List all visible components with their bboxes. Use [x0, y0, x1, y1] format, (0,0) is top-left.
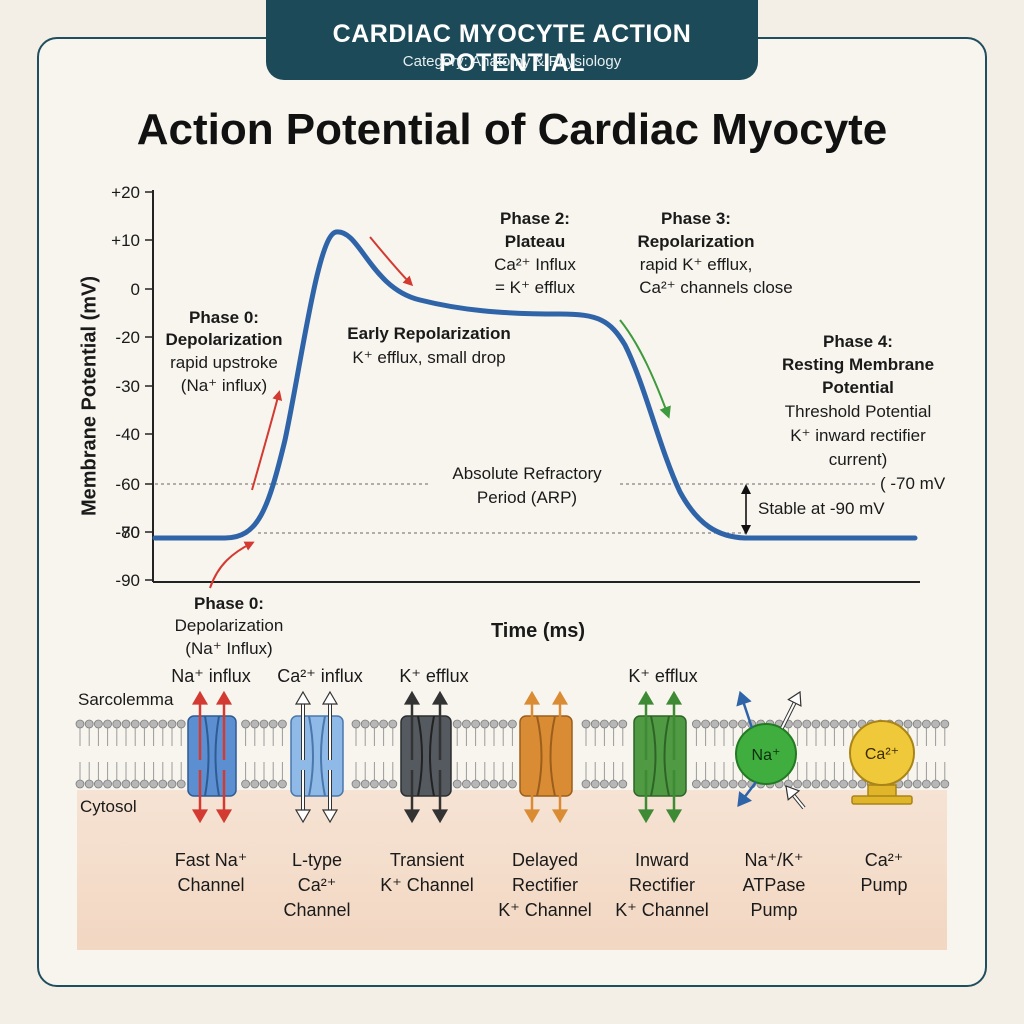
- y-tick-label: +10: [111, 231, 140, 250]
- y-tick-label: -80: [115, 523, 140, 542]
- action-potential-curve: [152, 229, 918, 541]
- phase3-title: Phase 3:: [661, 209, 731, 228]
- na-k-atpase-pump: Na⁺: [735, 723, 797, 785]
- na-influx-label: Na⁺ influx: [171, 666, 251, 686]
- k-transient-up-arrow: [431, 690, 449, 760]
- phase4-line1: Threshold Potential: [784, 402, 932, 421]
- phase0-bottom-line1: Depolarization: [174, 616, 284, 635]
- phase3-line2: Ca²⁺ channels close: [639, 278, 793, 297]
- transient-k-channel: [400, 715, 452, 797]
- na-pump-label: Na⁺: [752, 747, 781, 764]
- phase3-line1: rapid K⁺ efflux,: [639, 255, 753, 274]
- phase0-bottom-title: Phase 0:: [194, 594, 264, 613]
- k-transient-down-arrow: [403, 770, 421, 824]
- ca-influx-label: Ca²⁺ influx: [277, 666, 363, 686]
- phase0-top-subtitle: Depolarization: [165, 330, 283, 349]
- phase0-top-line2: (Na⁺ influx): [180, 376, 268, 395]
- phase2-title: Phase 2:: [500, 209, 570, 228]
- k-inward-down-arrow: [665, 770, 683, 824]
- ca-down-arrow: [294, 770, 312, 824]
- phase4-title: Phase 4:: [823, 332, 893, 351]
- k-inward-up-arrow: [665, 690, 683, 760]
- phase0-bottom-arrow: [209, 541, 255, 589]
- k-delayed-down-arrow: [551, 770, 569, 824]
- pump-na-out-arrow: [736, 690, 754, 729]
- stable-label: Stable at -90 mV: [758, 499, 885, 518]
- ca-up-arrow: [321, 690, 339, 760]
- k-inward-up-arrow: [637, 690, 655, 760]
- phase4-subtitle2: Potential: [822, 378, 894, 397]
- y-tick-label: 0: [131, 280, 140, 299]
- delayed-rectifier-k-channel: [519, 715, 573, 797]
- na-up-arrow: [191, 690, 209, 760]
- phase0-top-line1: rapid upstroke: [170, 353, 278, 372]
- k-transient-down-arrow: [431, 770, 449, 824]
- ion-flux-arrows: [191, 690, 806, 824]
- k-delayed-up-arrow: [551, 690, 569, 760]
- fast-na-channel: [187, 715, 237, 797]
- phase4-subtitle: Resting Membrane: [781, 355, 935, 374]
- phase3-subtitle: Repolarization: [637, 232, 755, 251]
- sarcolemma-label: Sarcolemma: [78, 690, 174, 709]
- phase2-line1: Ca²⁺ Influx: [494, 255, 576, 274]
- inward-rectifier-k-channel: [633, 715, 687, 797]
- lipid-bilayer: [75, 719, 950, 789]
- y-tick-label: -60: [115, 475, 140, 494]
- ca-pump: Ca²⁺: [849, 720, 915, 805]
- k-efflux-label-2: K⁺ efflux: [628, 666, 698, 686]
- phase2-line2: = K⁺ efflux: [494, 278, 576, 297]
- phase2-subtitle: Plateau: [504, 232, 566, 251]
- y-tick-label: +20: [111, 183, 140, 202]
- early-repolarization-arrow: [369, 236, 414, 287]
- y-axis-ticks: +20 +10 0 -20 -30 -40 -60 -70-80 -90: [111, 183, 153, 590]
- k-efflux-label-1: K⁺ efflux: [399, 666, 469, 686]
- l-type-ca-channel: [290, 715, 344, 797]
- k-delayed-up-arrow: [523, 690, 541, 760]
- y-tick-label: -70: [115, 523, 140, 542]
- cytosol-label: Cytosol: [80, 797, 137, 816]
- header-category: Category: Anatomy & Physiology: [402, 53, 622, 70]
- y-axis-label: Membrane Potential (mV): [78, 275, 101, 517]
- phase4-line2: K⁺ inward rectifier: [790, 426, 926, 445]
- phase4-line3: current): [828, 450, 888, 469]
- na-down-arrow: [215, 770, 233, 824]
- ca-down-arrow: [321, 770, 339, 824]
- phase0-upstroke-arrow: [251, 390, 283, 491]
- pump-k-arrow-low: [785, 785, 806, 810]
- na-up-arrow: [215, 690, 233, 760]
- ca-up-arrow: [294, 690, 312, 760]
- arp-line2: Period (ARP): [476, 488, 578, 507]
- k-delayed-down-arrow: [523, 770, 541, 824]
- phase0-bottom-line2: (Na⁺ Influx): [185, 639, 273, 658]
- header-title: CARDIAC MYOCYTE ACTION POTENTIAL: [332, 20, 692, 77]
- early-repol-title: Early Repolarization: [347, 324, 511, 343]
- pump-k-in-arrow: [780, 690, 802, 729]
- k-transient-up-arrow: [403, 690, 421, 760]
- na-down-arrow: [191, 770, 209, 824]
- phase0-top-title: Phase 0:: [189, 308, 259, 327]
- y-tick-label: -30: [115, 377, 140, 396]
- threshold-label: ( -70 mV: [880, 474, 946, 493]
- x-axis-label: Time (ms): [490, 620, 586, 642]
- ca-pump-label: Ca²⁺: [865, 746, 899, 763]
- repolarization-arrow: [619, 319, 671, 419]
- y-tick-label: -90: [115, 571, 140, 590]
- pump-na-arrow-low: [737, 781, 758, 807]
- page-title: Action Potential of Cardiac Myocyte: [136, 105, 888, 154]
- channel-label-ca-pump: Ca²⁺Pump: [860, 850, 908, 895]
- y-tick-label: -20: [115, 328, 140, 347]
- arp-line1: Absolute Refractory: [452, 464, 602, 483]
- channel-label-fast-na: Fast Na⁺Channel: [174, 850, 248, 895]
- header-banner: CARDIAC MYOCYTE ACTION POTENTIAL Categor…: [266, 0, 758, 80]
- early-repol-line1: K⁺ efflux, small drop: [352, 348, 506, 367]
- k-inward-down-arrow: [637, 770, 655, 824]
- y-tick-label: -40: [115, 425, 140, 444]
